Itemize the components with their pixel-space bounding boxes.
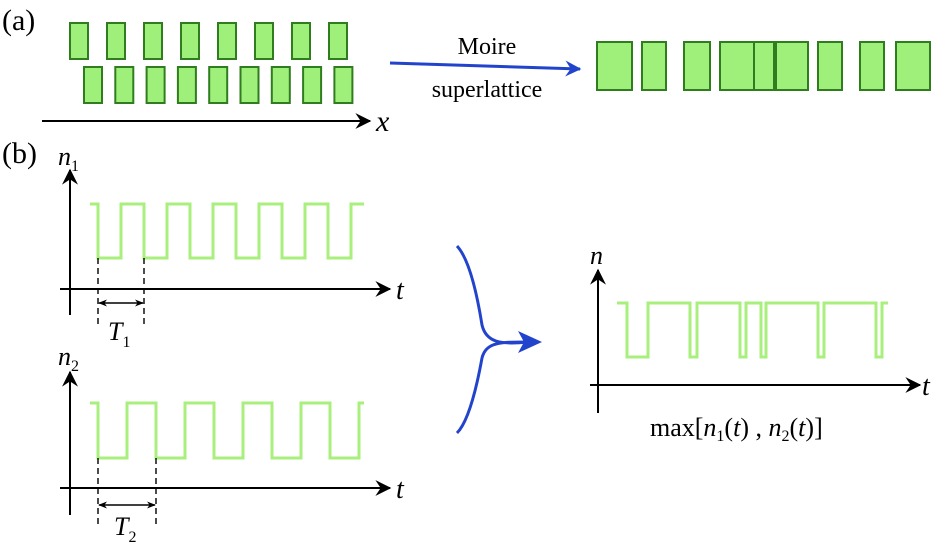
moire-arrow	[389, 60, 582, 77]
superlattice-block	[817, 41, 843, 91]
plot3-ylabel: n	[590, 241, 603, 270]
merge-brace	[455, 244, 529, 435]
x-axis-label: x	[375, 105, 390, 138]
plot-n1: n1 t T1	[58, 142, 405, 351]
top-block	[180, 22, 200, 60]
plot1-ylabel-main: n	[58, 142, 71, 171]
superlattice-block	[859, 41, 885, 91]
merge-brace-arrowhead	[518, 331, 542, 353]
caption-mid: ) ,	[740, 413, 768, 442]
plot1-ylabel: n1	[58, 142, 79, 175]
bottom-block	[333, 66, 354, 104]
bottom-block	[239, 66, 260, 104]
plot2-ylabel-sub: 2	[71, 358, 79, 375]
caption-post: )]	[805, 413, 822, 442]
superlattice-blocks	[596, 41, 931, 91]
plot-n: n t max[n1(t) , n2(t)]	[590, 241, 931, 445]
top-block	[254, 22, 274, 60]
plot1-period-label: T1	[108, 317, 130, 351]
plot2-period-label: T2	[114, 512, 136, 546]
caption-n1-sub: 1	[716, 428, 724, 445]
plot2-signal	[90, 401, 364, 460]
plot2-period-main: T	[114, 512, 130, 541]
bottom-block	[176, 66, 197, 104]
superlattice-block	[775, 41, 809, 91]
bottom-block	[145, 66, 166, 104]
bottom-block	[83, 66, 103, 104]
plot-n2: n2 t T2	[58, 342, 405, 546]
top-block	[328, 22, 348, 60]
caption-n2-sub: 2	[782, 428, 790, 445]
caption-pre: max[	[650, 413, 703, 442]
superlattice-block	[719, 41, 757, 91]
superlattice-block	[895, 41, 931, 91]
top-row-blocks	[69, 22, 348, 60]
plot2-xlabel: t	[396, 474, 405, 505]
caption-t1: t	[733, 413, 741, 442]
plot1-ylabel-sub: 1	[71, 158, 79, 175]
superlattice-block	[753, 41, 775, 91]
top-block	[106, 22, 126, 60]
top-block	[69, 22, 89, 60]
caption-n1-arg: (	[724, 413, 733, 442]
plot2-period-sub: 2	[128, 529, 136, 546]
superlattice-block	[683, 41, 711, 91]
bottom-block	[114, 66, 135, 104]
caption-n2-arg: (	[790, 413, 799, 442]
moire-label: Moire	[458, 34, 517, 60]
plot1-period-main: T	[108, 317, 124, 346]
caption-n1: n	[703, 413, 716, 442]
plot3-signal	[617, 301, 888, 359]
panel-b-label: (b)	[2, 137, 37, 170]
panel-a-label: (a)	[2, 4, 35, 37]
top-block	[217, 22, 237, 60]
bottom-block	[302, 66, 323, 104]
caption-t2: t	[798, 413, 806, 442]
plot1-xlabel: t	[396, 275, 405, 306]
superlattice-block	[641, 41, 667, 91]
plot3-caption: max[n1(t) , n2(t)]	[650, 413, 823, 445]
superlattice-block	[596, 41, 633, 91]
bottom-block	[208, 66, 229, 104]
caption-n2: n	[769, 413, 782, 442]
plot1-signal	[90, 202, 364, 260]
plot2-ylabel: n2	[58, 342, 79, 375]
bottom-block	[270, 66, 291, 104]
plot1-period-sub: 1	[122, 334, 130, 351]
plot3-xlabel: t	[922, 371, 931, 402]
bottom-row-blocks	[83, 66, 354, 104]
top-block	[143, 22, 163, 60]
top-block	[291, 22, 311, 60]
plot2-ylabel-main: n	[58, 342, 71, 371]
superlattice-label: superlattice	[432, 77, 543, 103]
